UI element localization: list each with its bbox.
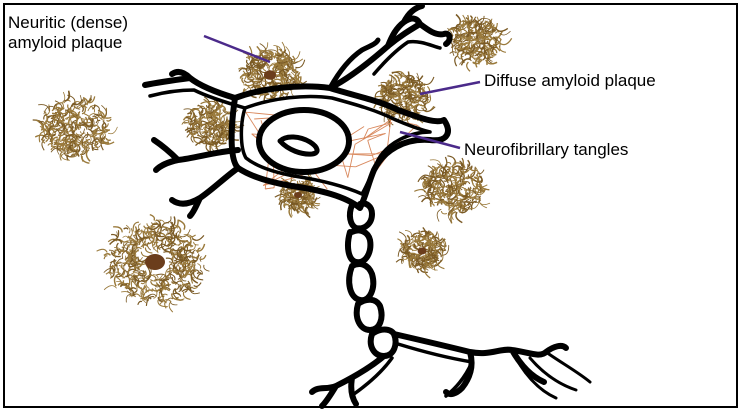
label-neuritic-amyloid-plaque: Neuritic (dense) amyloid plaque <box>8 13 128 53</box>
diffuse-plaque-left <box>33 91 118 164</box>
axon-terminal-right-fan <box>512 350 590 398</box>
pointer-neuritic <box>204 36 270 62</box>
dendrite-lower-left <box>172 168 238 216</box>
label-neurofibrillary-tangles: Neurofibrillary tangles <box>464 140 628 160</box>
neuritic-plaque-center-core <box>294 192 302 198</box>
neuritic-plaque-lower-right-core <box>418 247 427 254</box>
neuritic-plaque-large-core <box>145 254 165 270</box>
neuritic-plaque-top-core <box>264 70 276 80</box>
label-diffuse-amyloid-plaque: Diffuse amyloid plaque <box>484 71 656 91</box>
neuron <box>145 6 590 406</box>
diffuse-plaque-mid-right <box>414 156 490 224</box>
neuritic-plaque-lower-right <box>396 227 449 278</box>
axon-terminal-right <box>394 334 566 394</box>
label-neuritic-line2: amyloid plaque <box>8 33 128 53</box>
neuritic-plaque-large <box>97 215 210 313</box>
axon-myelin-segments <box>348 203 396 356</box>
diffuse-plaque-top-right <box>446 15 512 72</box>
label-neuritic-line1: Neuritic (dense) <box>8 13 128 33</box>
